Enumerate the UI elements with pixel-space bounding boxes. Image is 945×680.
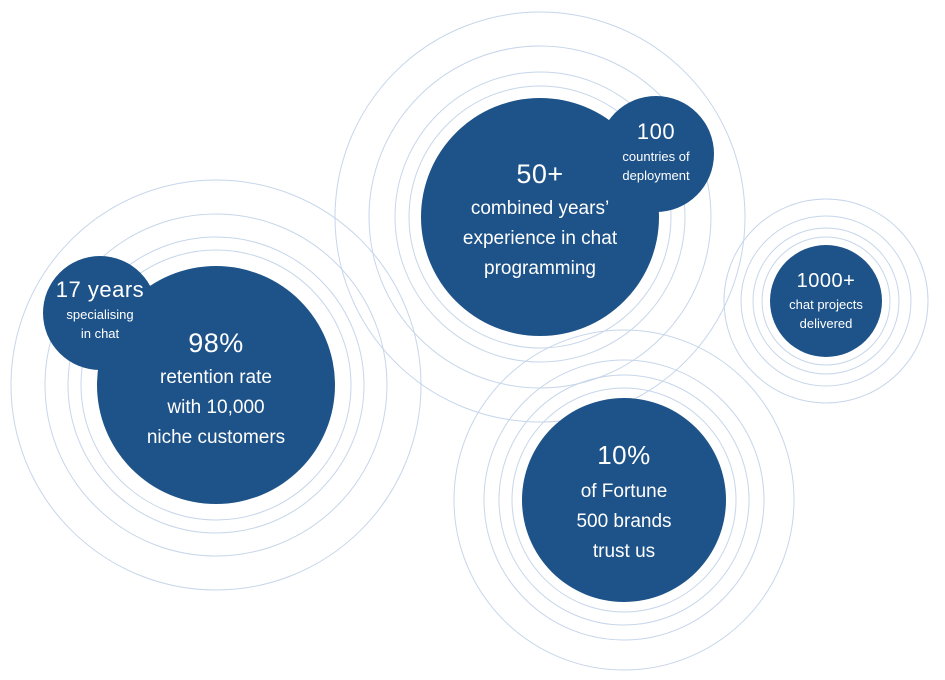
stat-experience-value: 50+ xyxy=(516,158,564,189)
ring xyxy=(752,227,900,375)
stat-years-line-2: in chat xyxy=(80,326,120,341)
ring xyxy=(334,11,746,423)
ring xyxy=(761,236,891,366)
stat-fortune-value: 10% xyxy=(597,439,651,470)
stat-fortune-line-1: of Fortune xyxy=(580,480,668,502)
ring xyxy=(498,374,750,626)
stat-projects-value: 1000+ xyxy=(796,269,856,292)
stat-fortune-circle: 10% of Fortune 500 brands trust us xyxy=(522,398,726,602)
stat-countries-circle: 100 countries of deployment xyxy=(598,96,714,212)
ring xyxy=(44,213,388,557)
stat-projects-line-2: delivered xyxy=(799,315,853,331)
stat-countries-value: 100 xyxy=(636,119,676,144)
stat-retention-line-3: niche customers xyxy=(146,426,286,448)
stat-years-value: 17 years xyxy=(55,277,145,302)
stat-projects-line-1: chat projects xyxy=(789,296,863,312)
stat-countries-line-1: countries of xyxy=(622,149,690,164)
stat-years-circle: 17 years specialising in chat xyxy=(43,256,157,370)
ring xyxy=(394,71,686,363)
stat-projects-circle: 1000+ chat projects delivered xyxy=(770,245,882,357)
stat-retention-line-2: with 10,000 xyxy=(167,396,265,418)
stat-experience-line-3: programming xyxy=(484,257,596,279)
ring xyxy=(483,359,765,641)
stat-fortune-line-2: 500 brands xyxy=(576,510,672,532)
stat-retention-value: 98% xyxy=(188,327,244,358)
stat-fortune-line-3: trust us xyxy=(592,540,656,562)
stat-years-line-1: specialising xyxy=(66,307,134,322)
ring xyxy=(740,215,912,387)
stat-retention-line-1: retention rate xyxy=(160,366,272,388)
ring xyxy=(80,249,352,521)
stat-experience-line-2: experience in chat xyxy=(462,227,618,249)
ring xyxy=(511,387,737,613)
ring xyxy=(723,198,929,404)
ring xyxy=(67,236,365,534)
ring xyxy=(453,329,795,671)
stat-countries-line-2: deployment xyxy=(622,168,690,183)
ring xyxy=(10,179,422,591)
stat-experience-line-1: combined years’ xyxy=(470,197,610,219)
ring xyxy=(408,85,672,349)
